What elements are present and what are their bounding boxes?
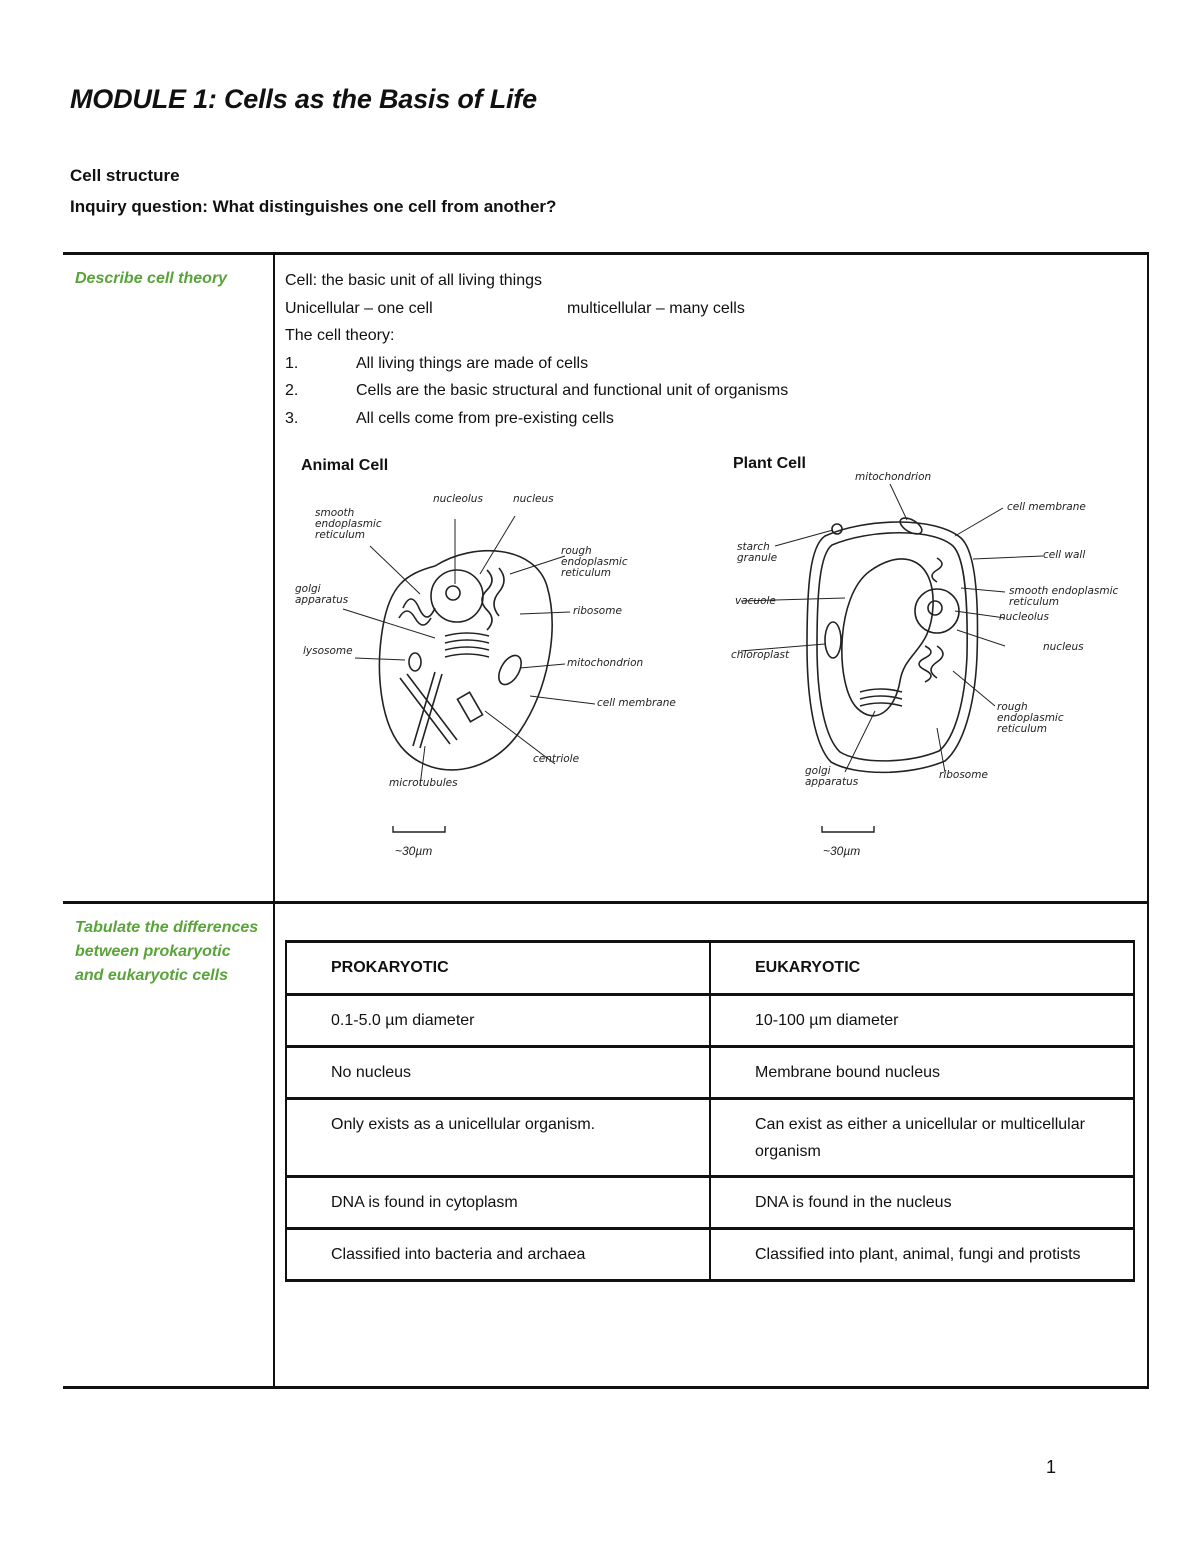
label-animal-golgi: golgi apparatus: [295, 583, 349, 606]
outcome-tabulate-differences: Tabulate the differences between prokary…: [75, 919, 259, 984]
unicellular-text: Unicellular – one cell: [285, 299, 433, 317]
table-header-row: PROKARYOTIC EUKARYOTIC: [285, 940, 1135, 996]
plant-vacuole: [841, 558, 934, 717]
cell-theory-heading: The cell theory:: [285, 327, 395, 344]
label-animal-mitochondrion: mitochondrion: [567, 657, 644, 669]
label-plant-chloroplast: chloroplast: [731, 649, 790, 661]
table-row: No nucleus Membrane bound nucleus: [285, 1045, 1135, 1100]
table-row: 0.1-5.0 µm diameter 10-100 µm diameter: [285, 993, 1135, 1048]
table-cell: Only exists as a unicellular organism.: [285, 1097, 711, 1178]
table-cell: Classified into bacteria and archaea: [285, 1227, 711, 1282]
outcome-cell: Describe cell theory: [63, 253, 275, 903]
label-animal-smooth-er: smooth endoplasmic reticulum: [315, 507, 382, 541]
table-cell: Classified into plant, animal, fungi and…: [709, 1227, 1135, 1282]
content-cell: Cell: the basic unit of all living thing…: [274, 253, 1149, 903]
label-plant-nucleus: nucleus: [1043, 641, 1084, 653]
table-row: Tabulate the differences between prokary…: [63, 902, 1149, 1388]
label-plant-starch-granule: starch granule: [737, 541, 778, 564]
inquiry-question: Inquiry question: What distinguishes one…: [70, 197, 557, 216]
animal-cell-title: Animal Cell: [301, 457, 389, 474]
table-cell: Membrane bound nucleus: [709, 1045, 1135, 1100]
table-row: DNA is found in cytoplasm DNA is found i…: [285, 1175, 1135, 1230]
cell-definition: Cell: the basic unit of all living thing…: [285, 272, 543, 289]
animal-lysosome: [408, 652, 422, 672]
label-plant-nucleolus: nucleolus: [999, 611, 1049, 623]
cell-diagram-drawing: [342, 483, 1044, 833]
animal-scale-label: ~30µm: [395, 844, 433, 858]
plant-cell-wall: [806, 521, 979, 774]
label-animal-centriole: centriole: [533, 753, 580, 765]
plant-chloroplast: [824, 621, 842, 659]
table-cell: DNA is found in the nucleus: [709, 1175, 1135, 1230]
multicellular-text: multicellular – many cells: [567, 299, 745, 317]
outcome-cell: Tabulate the differences between prokary…: [63, 902, 275, 1388]
cell-diagrams: Animal Cell Plant Cell nucleolus nucleus…: [285, 446, 1145, 886]
plant-smooth-er: [931, 557, 943, 583]
label-animal-microtubules: microtubules: [389, 777, 458, 789]
label-plant-rough-er: rough endoplasmic reticulum: [997, 701, 1064, 735]
plant-scale-label: ~30µm: [823, 844, 861, 858]
table-row: Describe cell theory Cell: the basic uni…: [63, 253, 1149, 903]
plant-cell-title: Plant Cell: [733, 455, 806, 472]
table-cell: No nucleus: [285, 1045, 711, 1100]
animal-nucleus: [430, 569, 484, 623]
label-plant-cell-wall: cell wall: [1043, 549, 1086, 561]
module-title: MODULE 1: Cells as the Basis of Life: [70, 84, 537, 114]
table-cell: 10-100 µm diameter: [709, 993, 1135, 1048]
label-animal-cell-membrane: cell membrane: [597, 697, 676, 709]
header-prokaryotic: PROKARYOTIC: [285, 940, 711, 996]
table-row: Classified into bacteria and archaea Cla…: [285, 1227, 1135, 1282]
animal-rough-er: [481, 567, 505, 631]
page-number: 1: [1046, 1457, 1057, 1477]
content-cell: PROKARYOTIC EUKARYOTIC 0.1-5.0 µm diamet…: [274, 902, 1149, 1388]
plant-starch-granule: [831, 523, 843, 535]
label-animal-ribosome: ribosome: [573, 605, 622, 617]
label-animal-nucleolus: nucleolus: [433, 493, 483, 505]
animal-centriole: [456, 691, 484, 723]
list-item: 2.Cells are the basic structural and fun…: [285, 382, 789, 399]
animal-golgi: [444, 632, 490, 658]
syllabus-table: Describe cell theory Cell: the basic uni…: [63, 252, 1149, 1389]
label-plant-golgi: golgi apparatus: [805, 765, 859, 788]
outcome-describe-cell-theory: Describe cell theory: [75, 270, 228, 287]
table-cell: Can exist as either a unicellular or mul…: [709, 1097, 1135, 1178]
label-plant-mitochondrion: mitochondrion: [855, 471, 932, 483]
plant-golgi: [859, 688, 903, 707]
prokaryotic-eukaryotic-table: PROKARYOTIC EUKARYOTIC 0.1-5.0 µm diamet…: [285, 940, 1135, 1282]
plant-nucleus: [914, 588, 960, 634]
animal-smooth-er: [398, 598, 436, 626]
label-animal-nucleus: nucleus: [513, 493, 554, 505]
cell-theory-content: Cell: the basic unit of all living thing…: [275, 255, 1147, 886]
list-item: 1.All living things are made of cells: [285, 354, 589, 372]
plant-cell-membrane: [816, 531, 968, 762]
animal-nucleolus: [445, 585, 461, 601]
plant-mitochondrion: [899, 517, 923, 535]
label-plant-vacuole: vacuole: [735, 595, 776, 607]
animal-microtubules: [399, 671, 458, 749]
animal-cell-outline: [378, 549, 553, 771]
label-plant-ribosome: ribosome: [939, 769, 988, 781]
animal-mitochondrion: [498, 654, 522, 686]
header-eukaryotic: EUKARYOTIC: [709, 940, 1135, 996]
label-plant-smooth-er: smooth endoplasmic reticulum: [1009, 585, 1119, 608]
list-item: 3.All cells come from pre-existing cells: [285, 409, 614, 427]
label-plant-cell-membrane: cell membrane: [1007, 501, 1086, 513]
table-row: Only exists as a unicellular organism. C…: [285, 1097, 1135, 1178]
plant-nucleolus: [927, 600, 943, 616]
cell-types-line: Unicellular – one cell multicellular – m…: [285, 295, 1137, 323]
section-heading: Cell structure: [70, 166, 180, 185]
label-animal-lysosome: lysosome: [303, 645, 353, 657]
table-cell: 0.1-5.0 µm diameter: [285, 993, 711, 1048]
label-animal-rough-er: rough endoplasmic reticulum: [561, 545, 628, 579]
plant-rough-er: [918, 645, 944, 683]
table-cell: DNA is found in cytoplasm: [285, 1175, 711, 1230]
